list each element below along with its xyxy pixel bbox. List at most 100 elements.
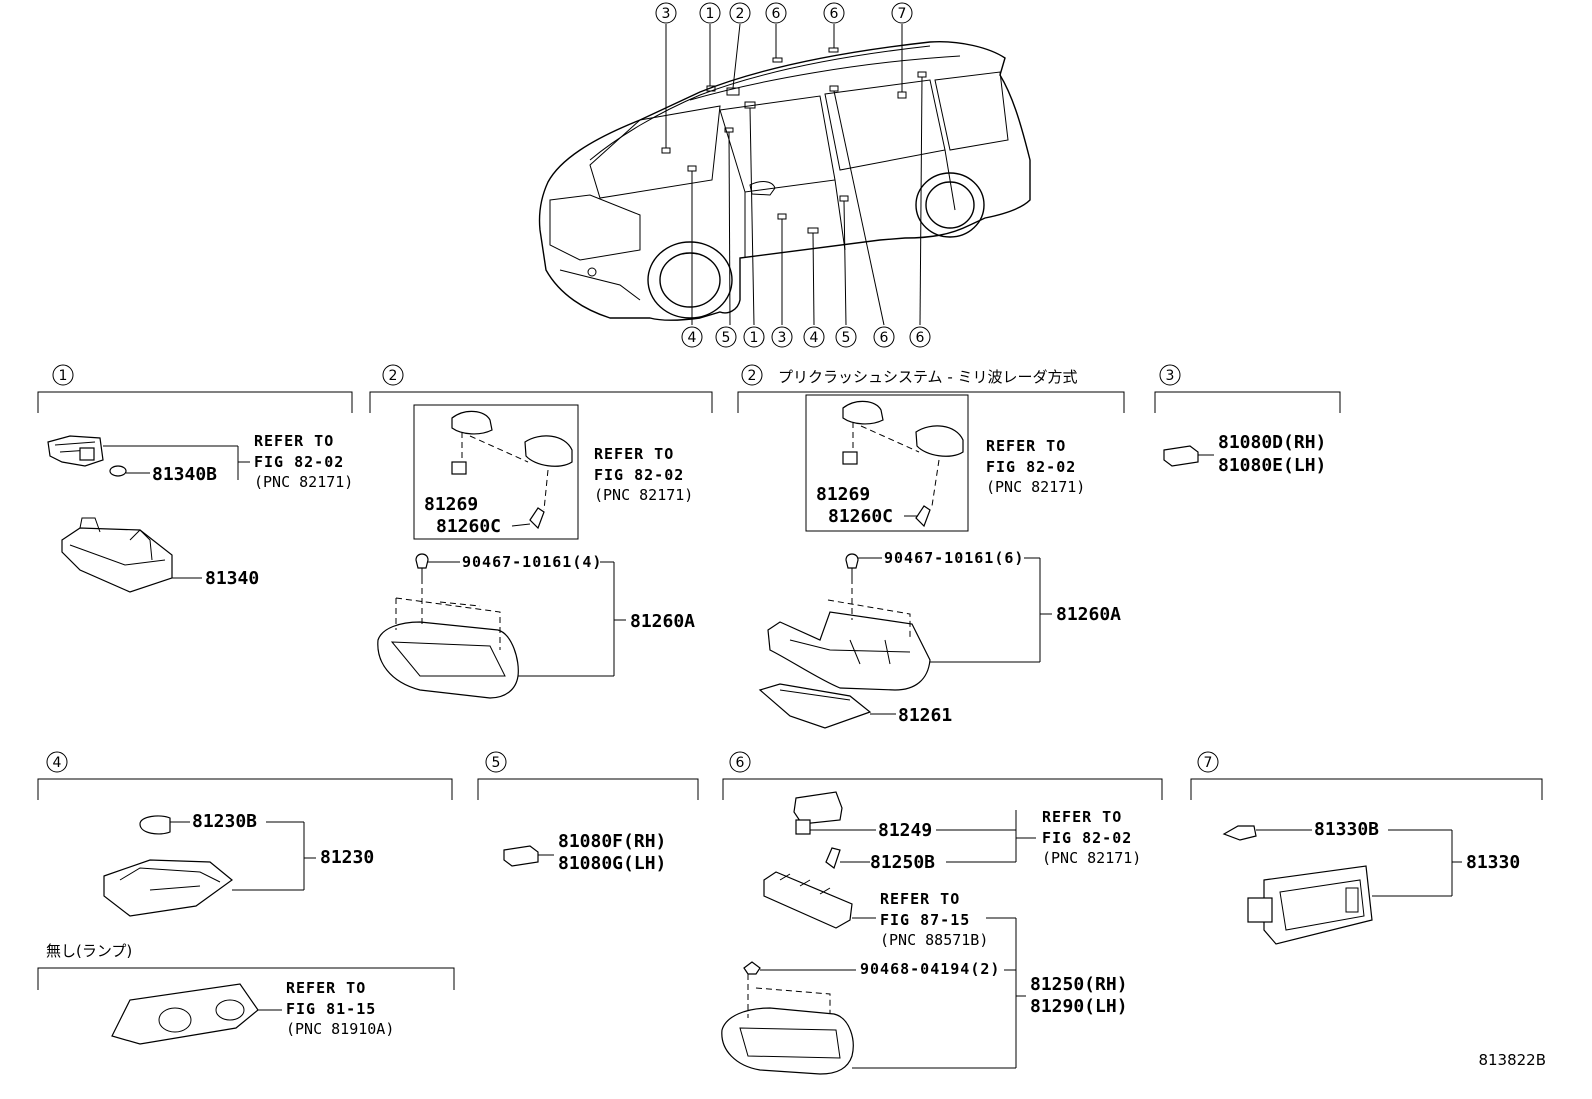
- refer-to-label: REFER TO: [254, 432, 334, 450]
- callout-6: 6: [909, 326, 931, 348]
- refer-pnc: (PNC 82171): [986, 478, 1085, 496]
- no-lamp-note: 無し(ランプ): [46, 942, 132, 960]
- svg-text:7: 7: [1204, 755, 1213, 771]
- refer-pnc: (PNC 82171): [1042, 849, 1141, 867]
- callout-4: 4: [681, 326, 703, 348]
- section-5: 5 81080F(RH) 81080G(LH): [477, 751, 699, 874]
- callout-5: 5: [715, 326, 737, 348]
- svg-text:3: 3: [662, 6, 671, 22]
- svg-text:5: 5: [722, 330, 731, 346]
- part-81290-LH[interactable]: 81290(LH): [1030, 996, 1128, 1017]
- part-90468-04194-2[interactable]: 90468-04194(2): [860, 960, 1000, 978]
- svg-text:7: 7: [898, 6, 907, 22]
- refer-pnc: (PNC 88571B): [880, 931, 988, 949]
- svg-text:3: 3: [1166, 368, 1175, 384]
- courtesy-lamp-icon: [1163, 445, 1199, 467]
- refer-fig-link[interactable]: FIG 82-02: [594, 466, 684, 484]
- refer-to-label: REFER TO: [986, 437, 1066, 455]
- svg-text:5: 5: [492, 755, 501, 771]
- svg-text:6: 6: [772, 6, 781, 22]
- part-81330B[interactable]: 81330B: [1314, 819, 1379, 840]
- svg-text:6: 6: [736, 755, 745, 771]
- switch-assembly-illustration: [451, 410, 573, 530]
- part-81269[interactable]: 81269: [424, 494, 478, 515]
- refer-pnc: (PNC 82171): [254, 473, 353, 491]
- part-81340[interactable]: 81340: [205, 568, 259, 589]
- refer-fig-link[interactable]: FIG 82-02: [986, 458, 1076, 476]
- part-81260A[interactable]: 81260A: [1056, 604, 1121, 625]
- callout-6: 6: [765, 2, 787, 24]
- part-81249[interactable]: 81249: [878, 820, 932, 841]
- refer-pnc: (PNC 81910A): [286, 1020, 394, 1038]
- callout-6: 6: [823, 2, 845, 24]
- svg-text:4: 4: [810, 330, 819, 346]
- console-housing-illustration: [758, 578, 931, 729]
- part-81080G-LH[interactable]: 81080G(LH): [558, 853, 666, 874]
- lamp-housing-illustration: [721, 974, 854, 1075]
- vehicle-illustration: [538, 23, 1031, 326]
- part-90467-10161-6[interactable]: 90467-10161(6): [884, 549, 1024, 567]
- part-81080F-RH[interactable]: 81080F(RH): [558, 831, 666, 852]
- part-81230B[interactable]: 81230B: [192, 811, 257, 832]
- part-90467-10161-4[interactable]: 90467-10161(4): [462, 553, 602, 571]
- bottom-callouts: 4 5 1 3 4 5 6 6: [681, 326, 931, 348]
- refer-fig-link[interactable]: FIG 82-02: [254, 453, 344, 471]
- part-81340B[interactable]: 81340B: [152, 464, 217, 485]
- section-7: 7 81330B 81330: [1190, 751, 1543, 945]
- svg-text:6: 6: [830, 6, 839, 22]
- map-lamp-illustration: [103, 859, 233, 917]
- part-81260A[interactable]: 81260A: [630, 611, 695, 632]
- part-81080D-RH[interactable]: 81080D(RH): [1218, 432, 1326, 453]
- part-81269[interactable]: 81269: [816, 484, 870, 505]
- cover-illustration: [111, 983, 259, 1045]
- section-2-radar: 2 プリクラッシュシステム - ミリ波レーダ方式 81269 81260C RE…: [737, 364, 1125, 729]
- part-81330[interactable]: 81330: [1466, 852, 1520, 873]
- refer-pnc: (PNC 82171): [594, 486, 693, 504]
- refer-fig-link[interactable]: FIG 81-15: [286, 1000, 376, 1018]
- refer-fig-link[interactable]: FIG 82-02: [1042, 829, 1132, 847]
- part-81230[interactable]: 81230: [320, 847, 374, 868]
- svg-text:4: 4: [688, 330, 697, 346]
- refer-to-label: REFER TO: [594, 445, 674, 463]
- part-81250B[interactable]: 81250B: [870, 852, 935, 873]
- refer-to-label: REFER TO: [1042, 808, 1122, 826]
- callout-3: 3: [771, 326, 793, 348]
- lamp-assembly-illustration: [1247, 865, 1373, 945]
- svg-text:1: 1: [706, 6, 715, 22]
- part-81260C[interactable]: 81260C: [436, 516, 501, 537]
- callout-2: 2: [729, 2, 751, 24]
- callout-1: 1: [743, 326, 765, 348]
- bulb-icon: [1222, 825, 1257, 841]
- section-4: 4 81230B 81230 無し(ランプ) REFER TO FIG 81-1…: [37, 751, 455, 1045]
- switch-illustration: [793, 791, 843, 869]
- svg-text:5: 5: [842, 330, 851, 346]
- section-6: 6 81249 81250B REFER TO FIG 82-02 (PNC 8…: [721, 751, 1163, 1075]
- callout-7: 7: [891, 2, 913, 24]
- bulb-icon: [109, 465, 127, 477]
- lamp-holder-illustration: [47, 435, 104, 467]
- callout-3: 3: [655, 2, 677, 24]
- section-2: 2 81269 81260C REFER TO FIG 82-02 (PNC 8…: [369, 364, 713, 699]
- callout-1: 1: [699, 2, 721, 24]
- svg-text:1: 1: [750, 330, 759, 346]
- section-title: プリクラッシュシステム - ミリ波レーダ方式: [778, 368, 1078, 386]
- part-81261[interactable]: 81261: [898, 705, 952, 726]
- svg-text:2: 2: [748, 368, 757, 384]
- svg-text:2: 2: [736, 6, 745, 22]
- svg-text:6: 6: [916, 330, 925, 346]
- callout-4: 4: [803, 326, 825, 348]
- bracket-illustration: [763, 871, 853, 929]
- part-81250-RH[interactable]: 81250(RH): [1030, 974, 1128, 995]
- svg-text:6: 6: [880, 330, 889, 346]
- part-81080E-LH[interactable]: 81080E(LH): [1218, 455, 1326, 476]
- switch-assembly-illustration: [842, 400, 964, 528]
- svg-text:3: 3: [778, 330, 787, 346]
- callout-5: 5: [835, 326, 857, 348]
- clip-icon: [743, 961, 761, 975]
- part-81260C[interactable]: 81260C: [828, 506, 893, 527]
- refer-fig-link[interactable]: FIG 87-15: [880, 911, 970, 929]
- figure-code: 813822B: [1478, 1051, 1546, 1069]
- refer-to-label: REFER TO: [880, 890, 960, 908]
- courtesy-lamp-icon: [503, 845, 539, 867]
- top-callouts: 3 1 2 6 6 7: [655, 2, 913, 24]
